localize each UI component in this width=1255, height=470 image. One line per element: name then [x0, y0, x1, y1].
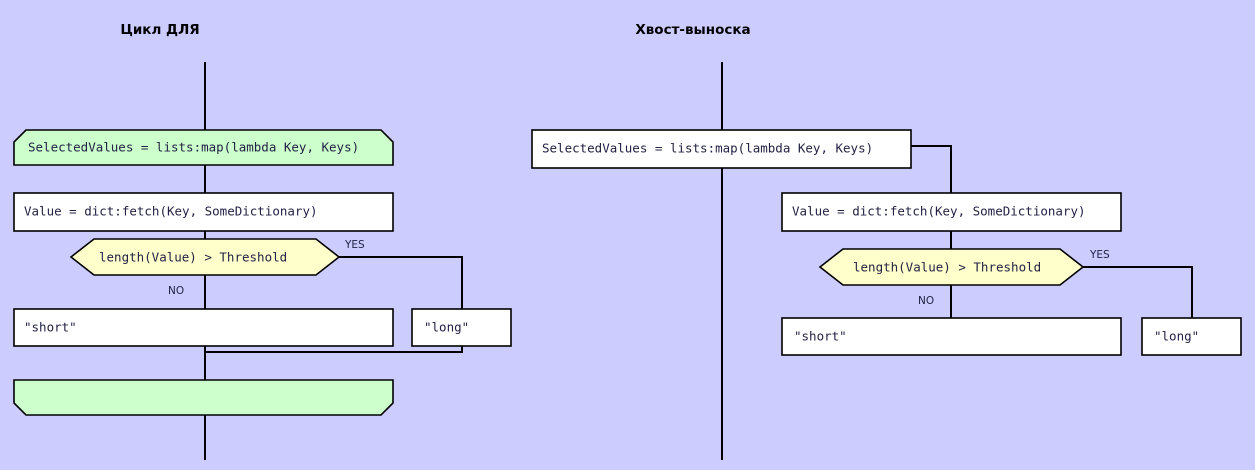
connector-merge-branches: [205, 346, 463, 353]
branch-label-yes: YES: [1089, 249, 1110, 261]
branch-label-yes: YES: [344, 239, 365, 251]
true-branch-box[interactable]: [411, 308, 512, 347]
callout-head-box[interactable]: [531, 129, 912, 169]
panel-title-for-loop: Цикл ДЛЯ: [120, 22, 199, 38]
branch-label-no: NO: [168, 285, 184, 297]
false-branch-box[interactable]: [13, 308, 394, 347]
loop-end-shape[interactable]: [13, 379, 394, 416]
decision-label: length(Value) > Threshold: [853, 260, 1041, 275]
connector-yes-branch: [1083, 266, 1193, 318]
panel-title-tail-callout: Хвост-выноска: [635, 22, 750, 38]
true-branch-box[interactable]: [1141, 317, 1242, 356]
false-branch-box[interactable]: [781, 317, 1122, 356]
true-branch-label: "long": [1154, 329, 1199, 344]
true-branch-label: "long": [424, 320, 469, 335]
decision-label: length(Value) > Threshold: [99, 250, 287, 265]
connector-yes-branch: [339, 256, 463, 309]
panel-tail-callout: Хвост-выноска SelectedValues = lists:map…: [531, 22, 1242, 460]
loop-start-shape[interactable]: [13, 129, 394, 166]
process-box[interactable]: [13, 192, 394, 232]
process-label: Value = dict:fetch(Key, SomeDictionary): [792, 204, 1086, 219]
process-box[interactable]: [781, 192, 1122, 232]
false-branch-label: "short": [24, 320, 77, 335]
branch-label-no: NO: [918, 295, 934, 307]
false-branch-label: "short": [794, 329, 847, 344]
panel-for-loop: Цикл ДЛЯ SelectedValues = lists:map(lamb…: [13, 22, 512, 460]
callout-head-label: SelectedValues = lists:map(lambda Key, K…: [542, 141, 873, 156]
connector-callout-tail: [911, 145, 952, 193]
loop-start-label: SelectedValues = lists:map(lambda Key, K…: [28, 140, 359, 155]
process-label: Value = dict:fetch(Key, SomeDictionary): [24, 204, 318, 219]
